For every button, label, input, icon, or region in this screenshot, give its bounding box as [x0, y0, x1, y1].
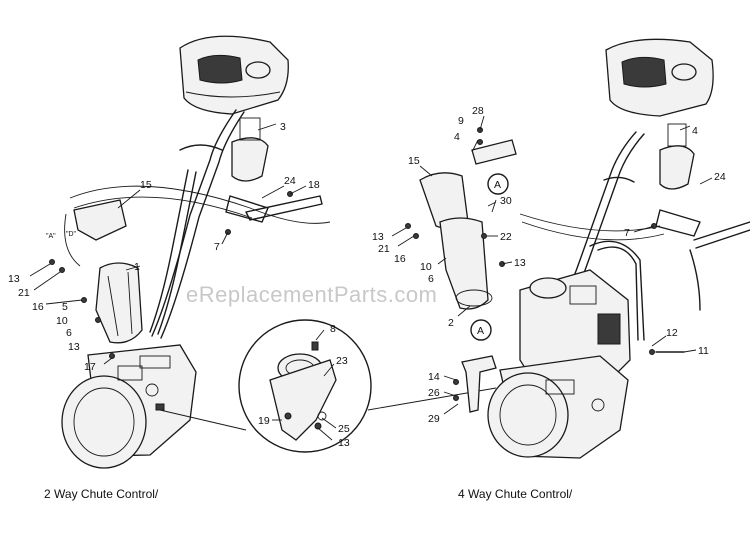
label-left-15: 15 — [140, 179, 152, 191]
caption-2-way: 2 Way Chute Control/ — [44, 487, 159, 501]
label-detail-23: 23 — [336, 355, 348, 367]
label-right-26: 26 — [428, 387, 440, 399]
label-right-15: 15 — [408, 155, 420, 167]
label-right-21: 21 — [378, 243, 390, 255]
left-assembly: 3 15 24 18 7 "A" "D" 13 21 16 5 10 6 13 … — [8, 35, 331, 469]
label-left-13: 13 — [8, 273, 20, 285]
label-right-11: 11 — [698, 345, 709, 357]
label-left-a-tag: "A" — [46, 233, 56, 240]
label-right-13b: 13 — [514, 257, 526, 269]
label-right-9: 9 — [458, 115, 464, 127]
right-assembly: 9 28 4 15 A 30 22 13 21 16 10 6 13 2 A 4… — [372, 38, 750, 459]
label-left-d-tag: "D" — [66, 231, 77, 238]
label-detail-25: 25 — [338, 423, 350, 435]
left-control-panel — [179, 35, 289, 115]
label-right-14: 14 — [428, 371, 440, 383]
label-left-18: 18 — [308, 179, 320, 191]
label-right-13: 13 — [372, 231, 384, 243]
label-right-10: 10 — [420, 261, 432, 273]
label-left-6: 6 — [66, 327, 72, 339]
label-right-a-bottom: A — [477, 325, 484, 337]
detail-inset: 8 23 19 25 13 — [238, 319, 497, 453]
label-right-4: 4 — [454, 131, 460, 143]
label-left-3: 3 — [280, 121, 286, 133]
label-detail-19: 19 — [258, 415, 270, 427]
label-left-5: 5 — [62, 301, 68, 313]
right-auger-housing — [487, 355, 629, 459]
label-detail-8: 8 — [330, 323, 336, 335]
label-left-13b: 13 — [68, 341, 80, 353]
label-right-16: 16 — [394, 253, 406, 265]
left-auger-housing — [61, 344, 197, 469]
label-left-17: 17 — [84, 361, 96, 373]
label-detail-13: 13 — [338, 437, 350, 449]
label-left-24: 24 — [284, 175, 296, 187]
left-chute — [95, 262, 143, 344]
label-right-2: 2 — [448, 317, 454, 329]
label-left-21: 21 — [18, 287, 30, 299]
label-left-7: 7 — [214, 241, 220, 253]
watermark-text: eReplacementParts.com — [186, 282, 437, 307]
label-right-29: 29 — [428, 413, 440, 425]
label-right-a-top: A — [494, 179, 501, 191]
right-control-panel — [605, 38, 714, 117]
label-right-22: 22 — [500, 231, 512, 243]
label-right-30: 30 — [500, 195, 512, 207]
label-left-1: 1 — [134, 261, 140, 273]
label-left-10: 10 — [56, 315, 68, 327]
caption-4-way: 4 Way Chute Control/ — [458, 487, 573, 501]
right-chute — [439, 217, 493, 310]
label-left-16: 16 — [32, 301, 44, 313]
label-right-7: 7 — [624, 227, 630, 239]
label-right-4b: 4 — [692, 125, 698, 137]
label-right-12: 12 — [666, 327, 678, 339]
label-right-24: 24 — [714, 171, 726, 183]
label-right-28: 28 — [472, 105, 484, 117]
label-right-6: 6 — [428, 273, 434, 285]
